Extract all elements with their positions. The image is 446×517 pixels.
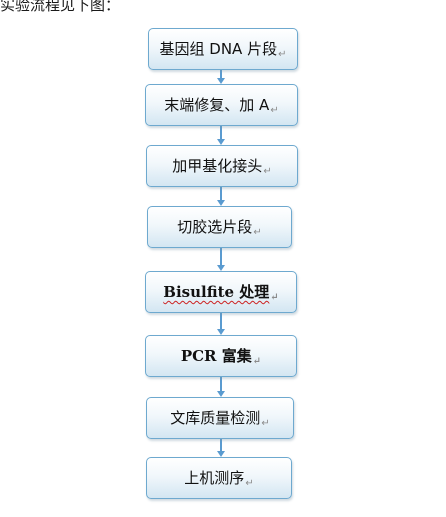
flow-arrow-icon [217, 248, 225, 271]
paragraph-mark-icon: ↵ [270, 105, 279, 116]
flow-arrow-head [217, 78, 225, 84]
step-label-3: 加甲基化接头↵ [172, 157, 272, 177]
step-box-4: 切胶选片段↵ [147, 206, 292, 248]
step-box-3: 加甲基化接头↵ [146, 145, 298, 187]
flow-arrow-icon [217, 439, 225, 457]
paragraph-mark-icon: ↵ [270, 292, 279, 303]
step-box-6: PCR 富集↵ [145, 335, 297, 377]
flow-arrow-icon [217, 70, 225, 84]
step-label-7: 文库质量检测↵ [170, 409, 270, 429]
flow-arrow-head [217, 329, 225, 335]
step-box-2: 末端修复、加 A↵ [145, 84, 298, 126]
step-label-1: 基因组 DNA 片段↵ [159, 40, 287, 60]
paragraph-mark-icon: ↵ [245, 478, 254, 489]
paragraph-mark-icon: ↵ [263, 166, 272, 177]
flow-arrow-head [217, 391, 225, 397]
paragraph-mark-icon: ↵ [252, 356, 262, 367]
flow-arrow-head [217, 200, 225, 206]
step-box-7: 文库质量检测↵ [146, 397, 294, 439]
flow-arrow-head [217, 139, 225, 145]
intro-text: 实验流程见下图： [0, 0, 121, 14]
flow-arrow-icon [217, 377, 225, 397]
step-label-8: 上机测序↵ [184, 469, 254, 489]
step-label-4: 切胶选片段↵ [177, 218, 262, 238]
spellcheck-underline: Bisulfite 处理 [163, 283, 270, 301]
flow-arrow-head [217, 265, 225, 271]
flow-arrow-icon [217, 313, 225, 335]
step-box-5: Bisulfite 处理↵ [145, 271, 297, 313]
step-label-2: 末端修复、加 A↵ [164, 96, 279, 116]
step-box-8: 上机测序↵ [146, 457, 292, 499]
flow-arrow-icon [217, 126, 225, 145]
step-label-5: Bisulfite 处理↵ [163, 281, 278, 303]
step-label-6: PCR 富集↵ [180, 347, 262, 367]
step-box-1: 基因组 DNA 片段↵ [148, 28, 298, 70]
flow-arrow-head [217, 451, 225, 457]
paragraph-mark-icon: ↵ [261, 418, 270, 429]
paragraph-mark-icon: ↵ [253, 227, 262, 238]
flow-arrow-icon [217, 187, 225, 206]
paragraph-mark-icon: ↵ [278, 49, 287, 60]
